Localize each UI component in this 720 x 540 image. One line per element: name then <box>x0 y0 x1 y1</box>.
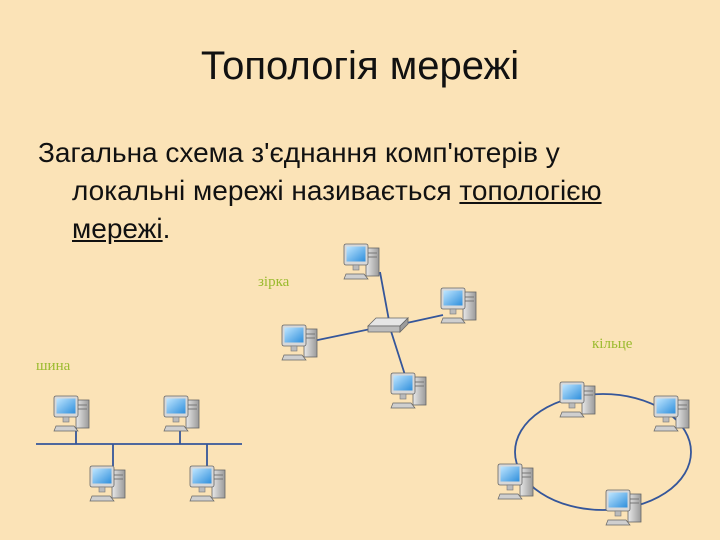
computer-icon <box>605 489 642 526</box>
term-topology: топологією <box>459 175 602 206</box>
computer-icon <box>189 465 226 502</box>
ring-link <box>514 393 692 511</box>
definition-line-1: Загальна схема з'єднання комп'ютерів у <box>38 137 560 168</box>
computer-icon <box>53 395 90 432</box>
definition-text-middle: локальні мережі називається <box>72 175 460 206</box>
computer-icon <box>343 243 380 280</box>
definition-period: . <box>162 213 171 244</box>
computer-icon <box>281 324 318 361</box>
computer-icon <box>653 395 690 432</box>
star-label: зірка <box>258 274 290 290</box>
computer-icon <box>497 463 534 500</box>
bus-label: шина <box>36 358 71 374</box>
definition-line-2: локальні мережі називається топологією ме… <box>38 172 698 248</box>
computer-icon <box>163 395 200 432</box>
hub-icon <box>367 317 409 333</box>
slide-title: Топологія мережі <box>200 44 520 88</box>
computer-icon <box>559 381 596 418</box>
computer-icon <box>440 287 477 324</box>
ring-label: кільце <box>592 336 633 352</box>
computer-icon <box>89 465 126 502</box>
term-network: мережі <box>72 213 163 244</box>
bus-links <box>36 428 242 466</box>
computer-icon <box>390 372 427 409</box>
definition-text: Загальна схема з'єднання комп'ютерів у л… <box>38 134 698 248</box>
